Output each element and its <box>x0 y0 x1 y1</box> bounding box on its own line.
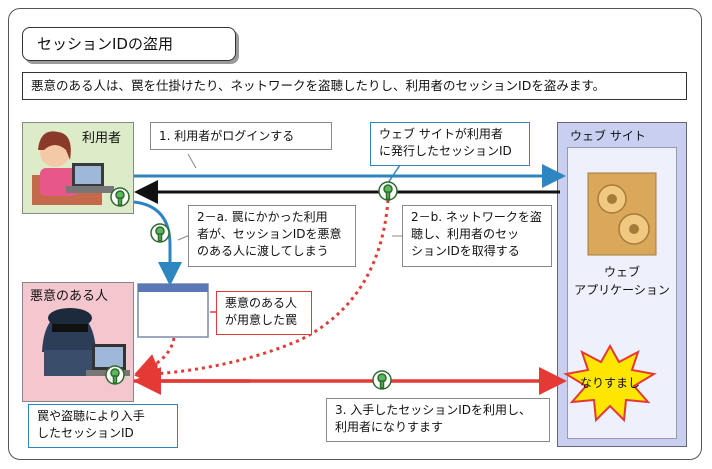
step3-line2: 利用者になりすます <box>335 420 444 434</box>
sniffing-arrow <box>134 199 390 386</box>
obtained-session-callout: 罠や盗聴により入手 したセッションID <box>28 404 178 448</box>
attacker-icon <box>42 308 130 376</box>
trap-callout: 悪意のある人 が用意した罠 <box>216 291 312 335</box>
web-app-label-1: ウェブ <box>603 265 640 279</box>
attacker-label: 悪意のある人 <box>30 289 109 304</box>
session-issued-line1: ウェブ サイトが利用者 <box>379 127 503 141</box>
step1-callout: 1. 利用者がログインする <box>150 122 332 150</box>
step2a-line3: のある人に渡してしまう <box>197 244 329 258</box>
step3-line1: 3. 入手したセッションIDを利用し、 <box>335 403 532 417</box>
step2a-line2: 者が、セッションIDを悪意 <box>197 227 342 241</box>
step2b-line3: ションIDを取得する <box>411 244 520 258</box>
trap-line1: 悪意のある人 <box>225 296 298 310</box>
step2a-line1: 2－a. 罠にかかった利用 <box>197 210 328 224</box>
trap-flow-arrow <box>133 200 182 286</box>
trap-window-icon <box>137 283 209 338</box>
web-app-label-2: アプリケーション <box>574 283 670 297</box>
user-icon <box>32 131 114 205</box>
trap-to-attacker-arrow <box>134 337 176 377</box>
step2b-callout: 2－b. ネットワークを盗 聴し、利用者のセッ ションIDを取得する <box>402 205 552 267</box>
user-label: 利用者 <box>82 131 122 146</box>
burst-icon <box>563 343 657 423</box>
key-icon <box>105 181 398 390</box>
obtained-line2: したセッションID <box>37 426 134 440</box>
step2a-callout: 2－a. 罠にかかった利用 者が、セッションIDを悪意 のある人に渡してしまう <box>188 205 356 267</box>
trap-line2: が用意した罠 <box>225 313 298 327</box>
gear-icon <box>587 172 657 256</box>
obtained-line1: 罠や盗聴により入手 <box>37 409 145 423</box>
diagram-description: 悪意のある人は、罠を仕掛けたり、ネットワークを盗聴したりし、利用者のセッションI… <box>22 72 687 100</box>
session-issued-callout: ウェブ サイトが利用者 に発行したセッションID <box>370 122 530 166</box>
step2b-line2: 聴し、利用者のセッ <box>411 227 520 241</box>
step3-callout: 3. 入手したセッションIDを利用し、 利用者になりすます <box>326 398 550 442</box>
impersonation-label: なりすまし <box>579 376 640 390</box>
session-issued-line2: に発行したセッションID <box>379 144 512 158</box>
step2b-line1: 2－b. ネットワークを盗 <box>411 210 542 224</box>
diagram-title: セッションIDの盗用 <box>22 27 236 61</box>
website-label: ウェブ サイト <box>570 129 646 143</box>
